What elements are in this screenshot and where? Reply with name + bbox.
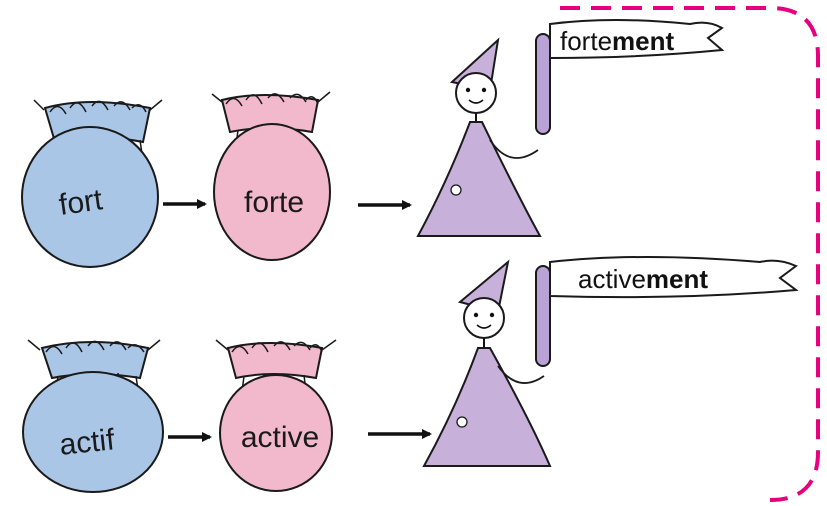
adverb-label: fortement [560,26,674,56]
adverb-stem: active [578,264,646,294]
blue-sack-icon: actif [22,339,164,493]
adverb-suffix: ment [646,264,708,294]
girl-figure-icon [416,37,542,237]
pink-sack-icon: forte [211,91,331,261]
feminine-adjective-label: active [241,421,319,454]
girl-figure-icon [422,259,552,467]
flag-banner-icon: fortement [535,19,725,135]
adverb-label: activement [578,264,708,294]
blue-sack-icon: fort [21,99,163,268]
pink-sack-icon: active [215,339,337,492]
dashed-frame-border [560,6,820,502]
adverb-suffix: ment [612,26,674,56]
flag-banner-icon: activement [535,256,799,367]
feminine-adjective-label: forte [244,186,304,219]
masculine-adjective-label: fort [57,183,105,222]
row-actif: actif active activement [22,256,799,493]
adverb-stem: forte [560,26,612,56]
row-fort: fort forte fortement [21,19,725,268]
masculine-adjective-label: actif [58,423,117,462]
